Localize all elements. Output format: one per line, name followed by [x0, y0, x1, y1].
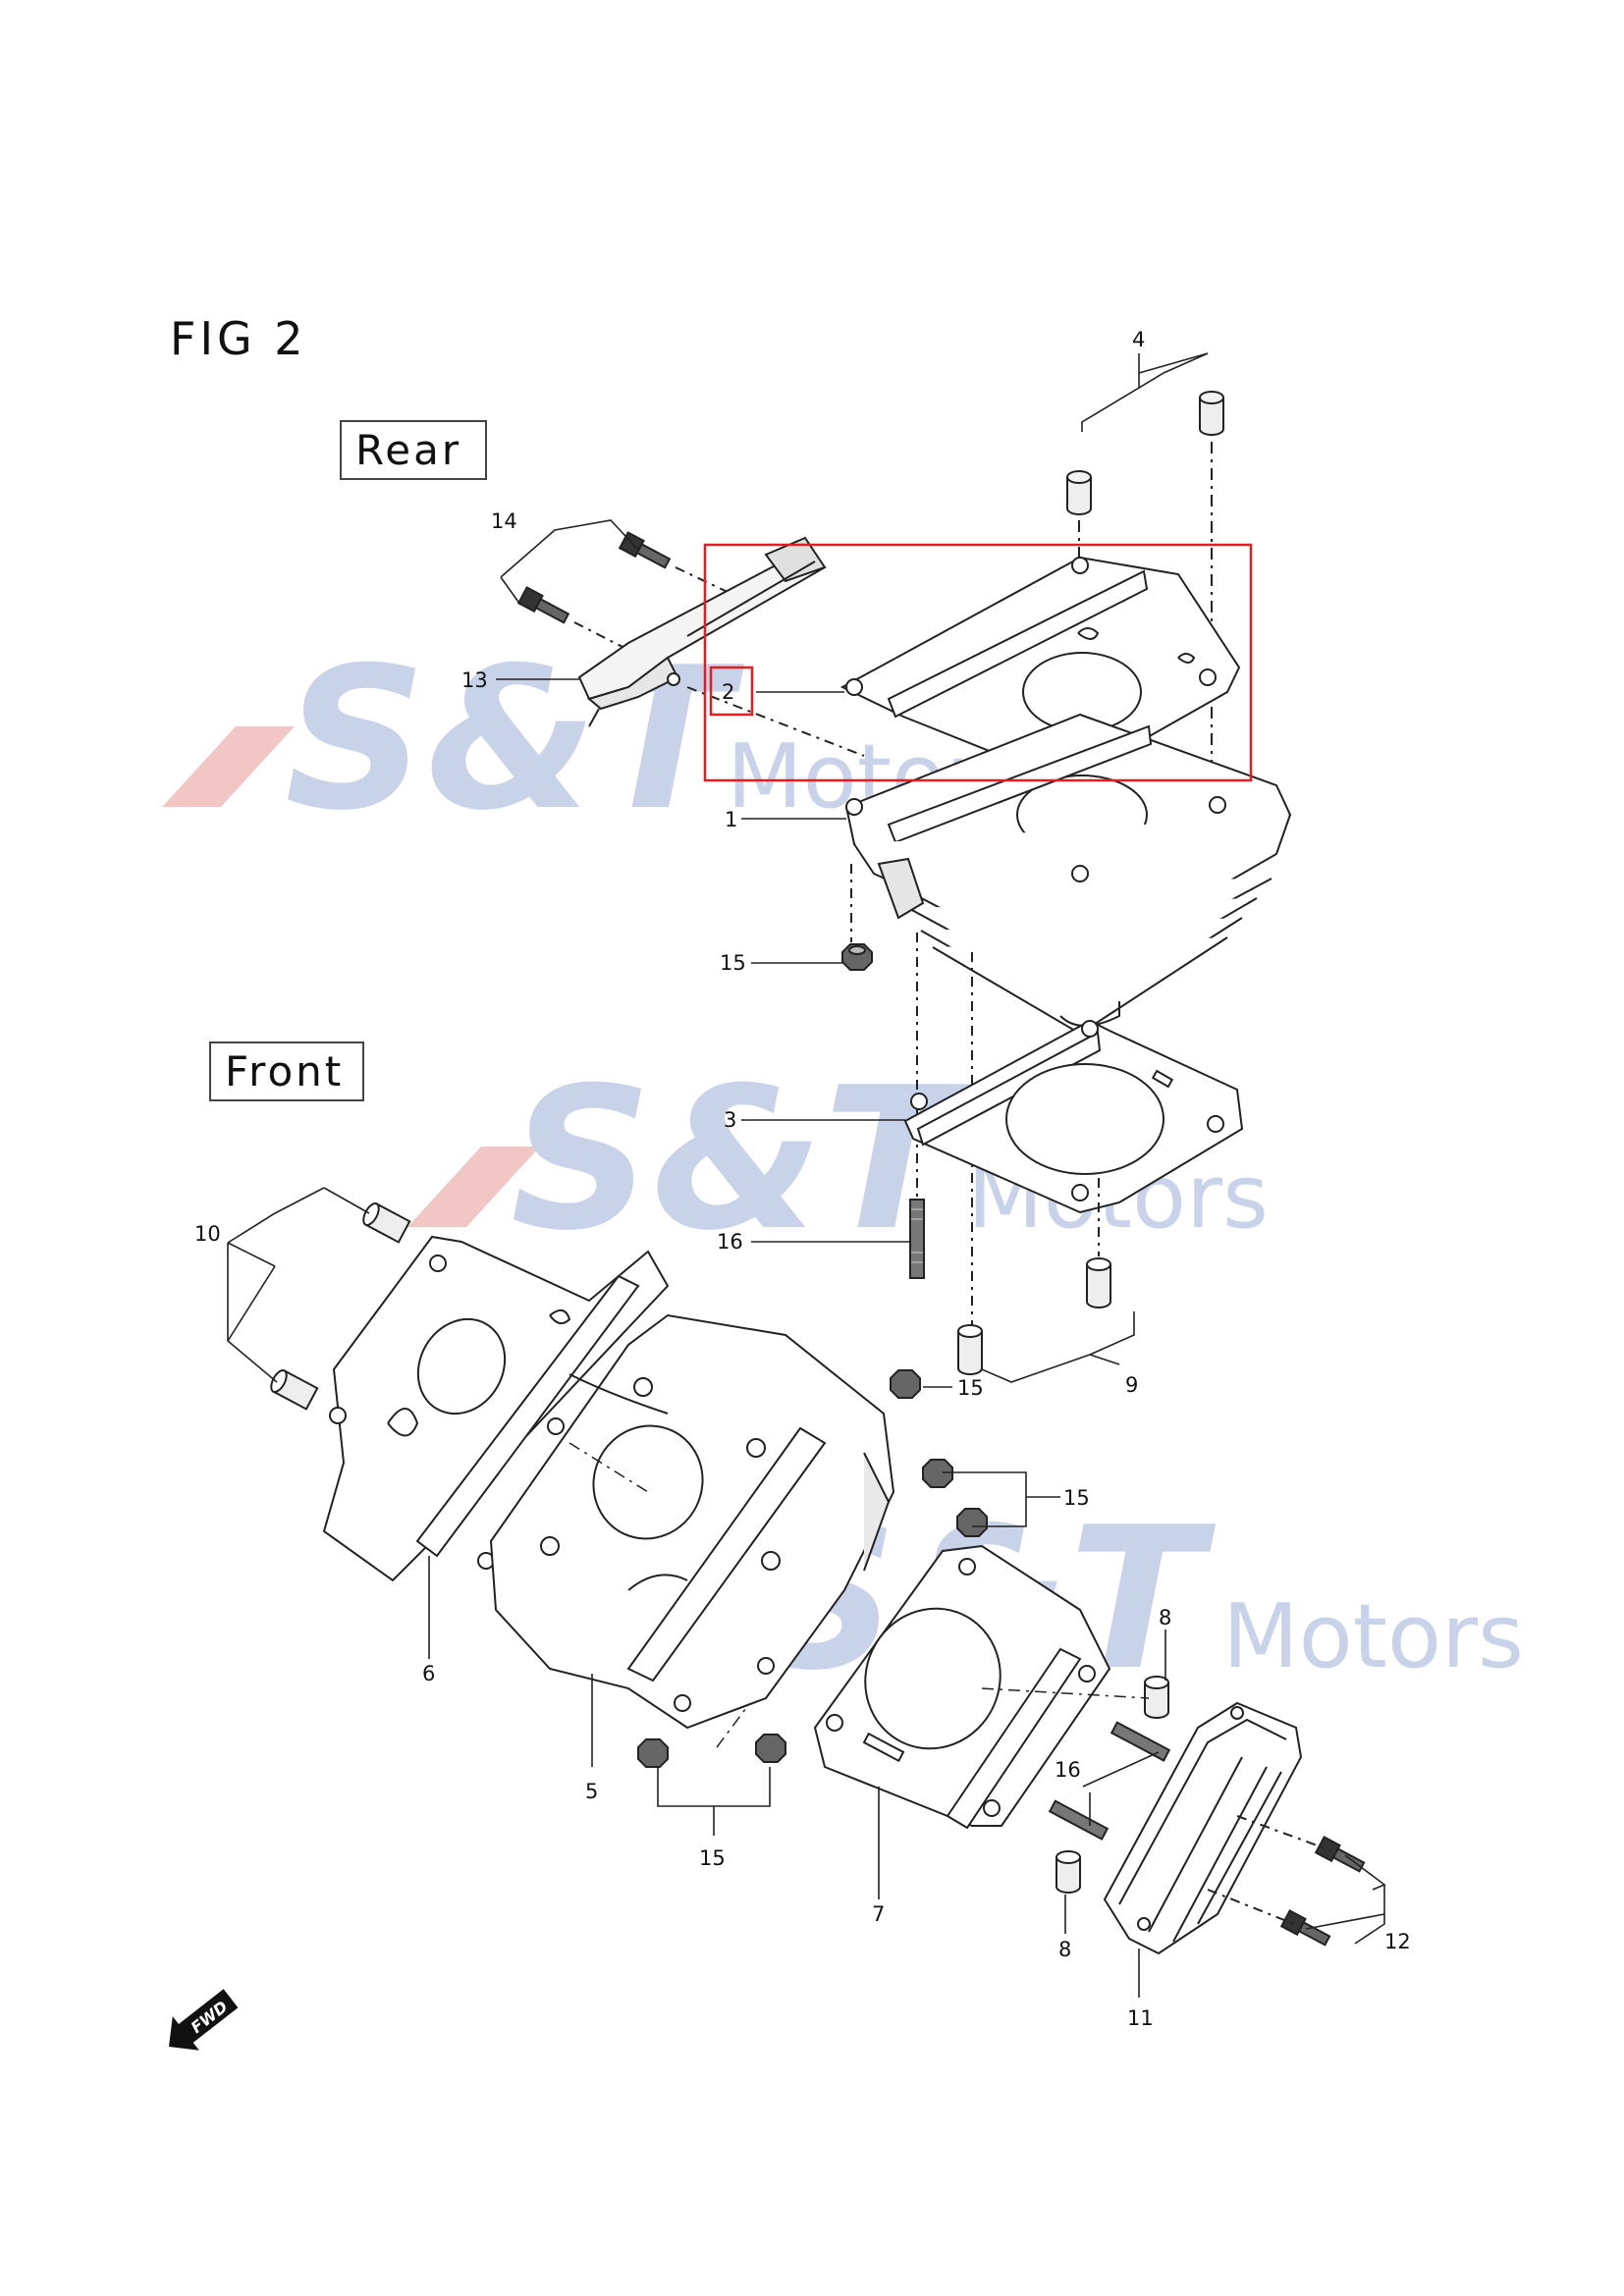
fwd-arrow-icon: FWD	[169, 1989, 239, 2051]
callout-5: 5	[585, 1780, 598, 1803]
part-16-stud-rear	[909, 1199, 925, 1279]
part-16-studs-front	[1048, 1721, 1171, 1841]
callout-16-rear: 16	[717, 1230, 743, 1254]
rear-view-label: Rear	[340, 420, 487, 480]
part-9-dowels	[957, 1178, 1111, 1375]
part-13-bracket	[577, 536, 865, 757]
part-6-gasket	[322, 1235, 670, 1582]
part-15-nut-rear	[841, 943, 873, 971]
part-15-nuts-front	[637, 1369, 988, 1768]
part-3-base-gasket	[903, 1019, 1244, 1214]
callout-1: 1	[725, 808, 737, 831]
callout-3: 3	[724, 1108, 736, 1132]
callout-11: 11	[1127, 2006, 1154, 2030]
callout-15-bottom: 15	[699, 1846, 726, 1870]
callout-8-top: 8	[1159, 1606, 1171, 1629]
callout-16-front: 16	[1055, 1758, 1081, 1782]
callout-12: 12	[1384, 1930, 1411, 1953]
callout-15-front-top: 15	[957, 1376, 984, 1400]
callout-13: 13	[461, 668, 488, 692]
watermark-brand-mid: S&T	[511, 1045, 970, 1274]
callout-10: 10	[194, 1222, 221, 1246]
highlight-part-2	[703, 543, 1253, 782]
highlight-callout-box	[709, 666, 754, 717]
callout-2: 2	[722, 680, 734, 704]
assembly-centerlines	[568, 1442, 1150, 1748]
highlight-region-box	[703, 543, 1253, 782]
callout-15-rear: 15	[720, 951, 746, 975]
part-5-cylinder-head	[489, 1313, 895, 1730]
callout-labels: 4 14 13 2 1 15 3 16 9 10 15 15 8 6 5 15 …	[194, 328, 1411, 2030]
part-8-dowels	[1056, 1676, 1169, 1894]
part-2-head-gasket	[839, 556, 1241, 777]
watermark-sub-bot: Motors	[1222, 1585, 1524, 1688]
callout-14: 14	[491, 509, 517, 533]
callout-7: 7	[872, 1902, 885, 1926]
front-view-label: Front	[209, 1041, 364, 1101]
part-11-side-cover	[1103, 1701, 1303, 1955]
part-7-base-gasket	[813, 1544, 1111, 1830]
callout-9: 9	[1125, 1373, 1138, 1397]
leader-lines	[227, 352, 1386, 1998]
callout-8-bottom: 8	[1058, 1938, 1071, 1961]
callout-4: 4	[1132, 328, 1145, 351]
part-10-dowels	[270, 1202, 411, 1411]
part-1-cylinder	[844, 713, 1292, 1335]
part-12-bolts	[1207, 1815, 1366, 1947]
callout-6: 6	[422, 1662, 435, 1685]
callout-15-front-pair: 15	[1063, 1486, 1090, 1510]
watermark-brand-top: S&T	[285, 625, 744, 854]
figure-title: FIG 2	[170, 312, 307, 365]
